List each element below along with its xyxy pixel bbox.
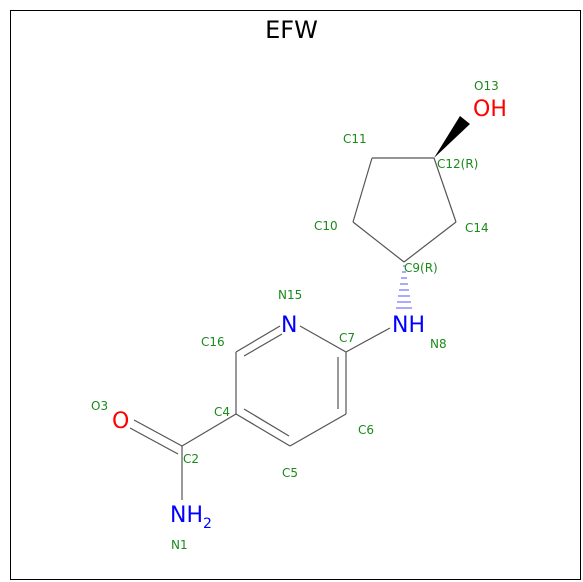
- bond-c6-c5: [289, 413, 347, 447]
- label-n1: N1: [171, 538, 188, 552]
- label-o13: O13: [474, 79, 499, 93]
- bond-c16-n15: [235, 325, 281, 353]
- label-n8: N8: [430, 337, 447, 351]
- bond-c2-o3-double: [129, 427, 179, 455]
- bond-c14-c9: [403, 221, 457, 263]
- atom-nh: NH: [392, 313, 425, 338]
- label-c16: C16: [201, 335, 225, 349]
- label-o3: O3: [91, 399, 108, 413]
- diagram-frame: [10, 10, 581, 580]
- atom-o: O: [112, 409, 129, 434]
- hash-wedge-c9-n8: [396, 265, 412, 309]
- wedge-c12-o13: [434, 116, 470, 158]
- atom-n-ring: N: [281, 313, 297, 338]
- atom-nh2-sub: 2: [203, 516, 212, 532]
- bond-double-c5-c4: [243, 408, 290, 437]
- diagram-title: EFW: [265, 16, 318, 44]
- bond-c7-n8: [345, 327, 391, 353]
- label-c7: C7: [339, 331, 355, 345]
- label-c4: C4: [214, 405, 230, 419]
- bond-c10-c11: [352, 157, 373, 223]
- bond-n15-c7: [299, 325, 347, 353]
- bond-c2-o3: [133, 419, 183, 447]
- bond-c5-c4: [235, 413, 291, 447]
- label-c10: C10: [314, 219, 338, 233]
- label-c14: C14: [465, 221, 489, 235]
- label-c6: C6: [358, 423, 374, 437]
- bond-c4-c2: [181, 413, 237, 447]
- label-c11: C11: [343, 132, 367, 146]
- label-n15: N15: [278, 288, 302, 302]
- label-c2: C2: [183, 452, 199, 466]
- atom-oh: OH: [473, 97, 507, 122]
- bond-c9-c10: [352, 221, 405, 263]
- bond-double-c16-n15: [243, 333, 283, 357]
- label-c5: C5: [282, 466, 298, 480]
- label-c12: C12(R): [437, 157, 478, 171]
- atom-nh2-main: NH: [170, 503, 203, 528]
- atom-nh2: NH2: [170, 503, 212, 532]
- label-c9: C9(R): [404, 261, 438, 275]
- bond-c12-c14: [433, 157, 457, 223]
